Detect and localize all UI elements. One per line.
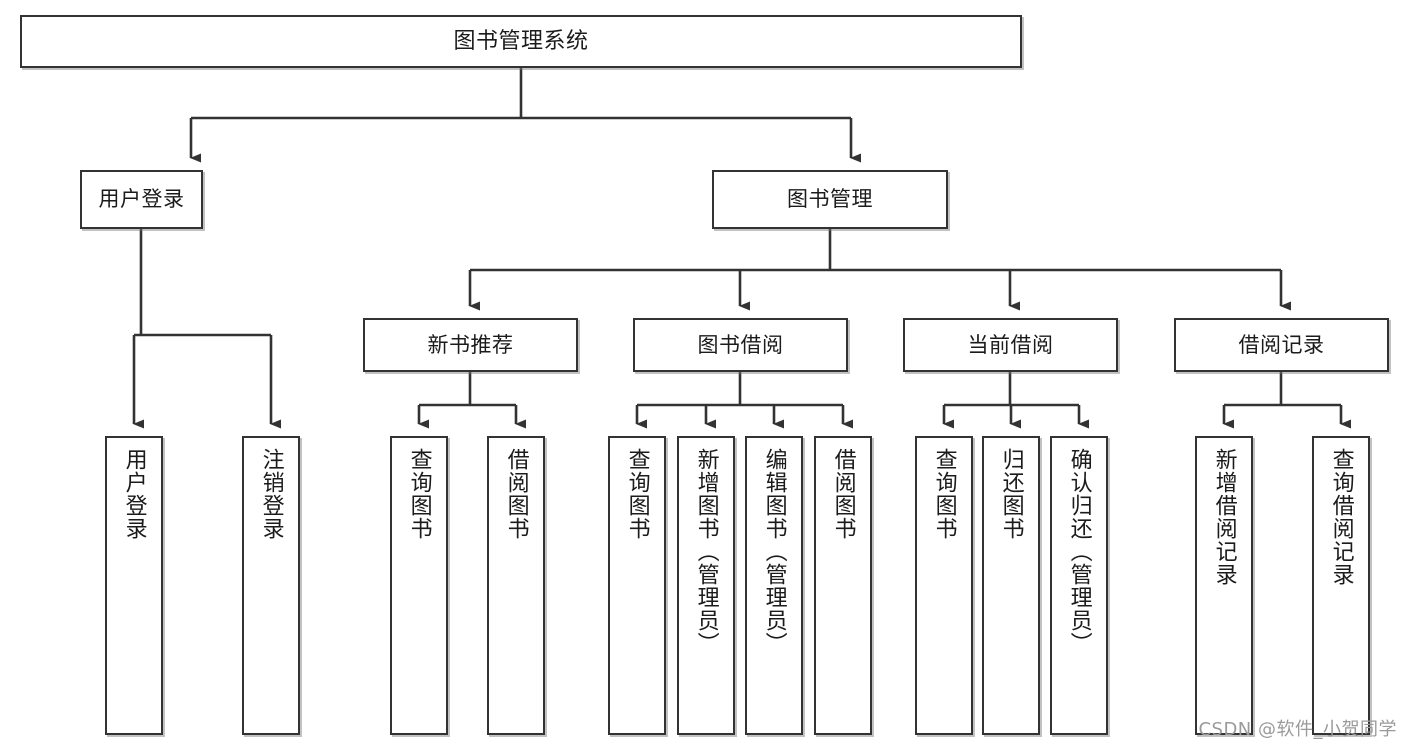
node-label: 注销登录 (258, 448, 284, 540)
leaf-borrow-add-book[interactable]: 新增图书（管理员） (677, 436, 735, 735)
node-label: 确认归还（管理员） (1066, 448, 1092, 655)
node-label: 当前借阅 (967, 332, 1054, 357)
leaf-record-add[interactable]: 新增借阅记录 (1195, 436, 1253, 735)
node-label: 图书管理 (787, 187, 873, 212)
node-label: 查询图书 (624, 448, 650, 540)
leaf-current-return-book[interactable]: 归还图书 (982, 436, 1040, 735)
node-label: 图书管理系统 (453, 28, 589, 54)
node-label: 查询借阅记录 (1328, 448, 1354, 586)
leaf-record-query[interactable]: 查询借阅记录 (1312, 436, 1370, 735)
leaf-borrow-edit-book[interactable]: 编辑图书（管理员） (745, 436, 803, 735)
leaf-new-book-borrow[interactable]: 借阅图书 (487, 436, 545, 735)
node-current-borrow[interactable]: 当前借阅 (903, 318, 1118, 372)
node-label: 用户登录 (121, 448, 147, 540)
node-label: 新增图书（管理员） (693, 448, 719, 655)
node-book-management[interactable]: 图书管理 (712, 170, 948, 229)
node-label: 借阅记录 (1238, 332, 1325, 357)
node-user-login[interactable]: 用户登录 (80, 170, 203, 229)
leaf-borrow-query-book[interactable]: 查询图书 (608, 436, 666, 735)
leaf-user-login-signout[interactable]: 注销登录 (242, 436, 300, 735)
watermark: CSDN @软件_小贺同学 (1198, 719, 1397, 740)
node-borrow-record[interactable]: 借阅记录 (1174, 318, 1389, 372)
node-label: 编辑图书（管理员） (761, 448, 787, 655)
leaf-borrow-borrow-book[interactable]: 借阅图书 (814, 436, 872, 735)
node-book-borrow[interactable]: 图书借阅 (633, 318, 848, 372)
node-label: 借阅图书 (830, 448, 856, 540)
node-label: 新增借阅记录 (1211, 448, 1237, 586)
leaf-user-login-signin[interactable]: 用户登录 (105, 436, 163, 735)
node-label: 用户登录 (98, 187, 185, 212)
node-label: 新书推荐 (427, 332, 514, 357)
node-label: 借阅图书 (503, 448, 529, 540)
node-label: 归还图书 (998, 448, 1024, 540)
node-label: 查询图书 (931, 448, 957, 540)
node-label: 图书借阅 (697, 332, 784, 357)
node-new-book-recommend[interactable]: 新书推荐 (363, 318, 578, 372)
node-label: 查询图书 (406, 448, 432, 540)
leaf-new-book-query[interactable]: 查询图书 (390, 436, 448, 735)
leaf-current-query-book[interactable]: 查询图书 (915, 436, 973, 735)
leaf-current-confirm-return[interactable]: 确认归还（管理员） (1050, 436, 1108, 735)
node-root-system[interactable]: 图书管理系统 (20, 15, 1022, 68)
